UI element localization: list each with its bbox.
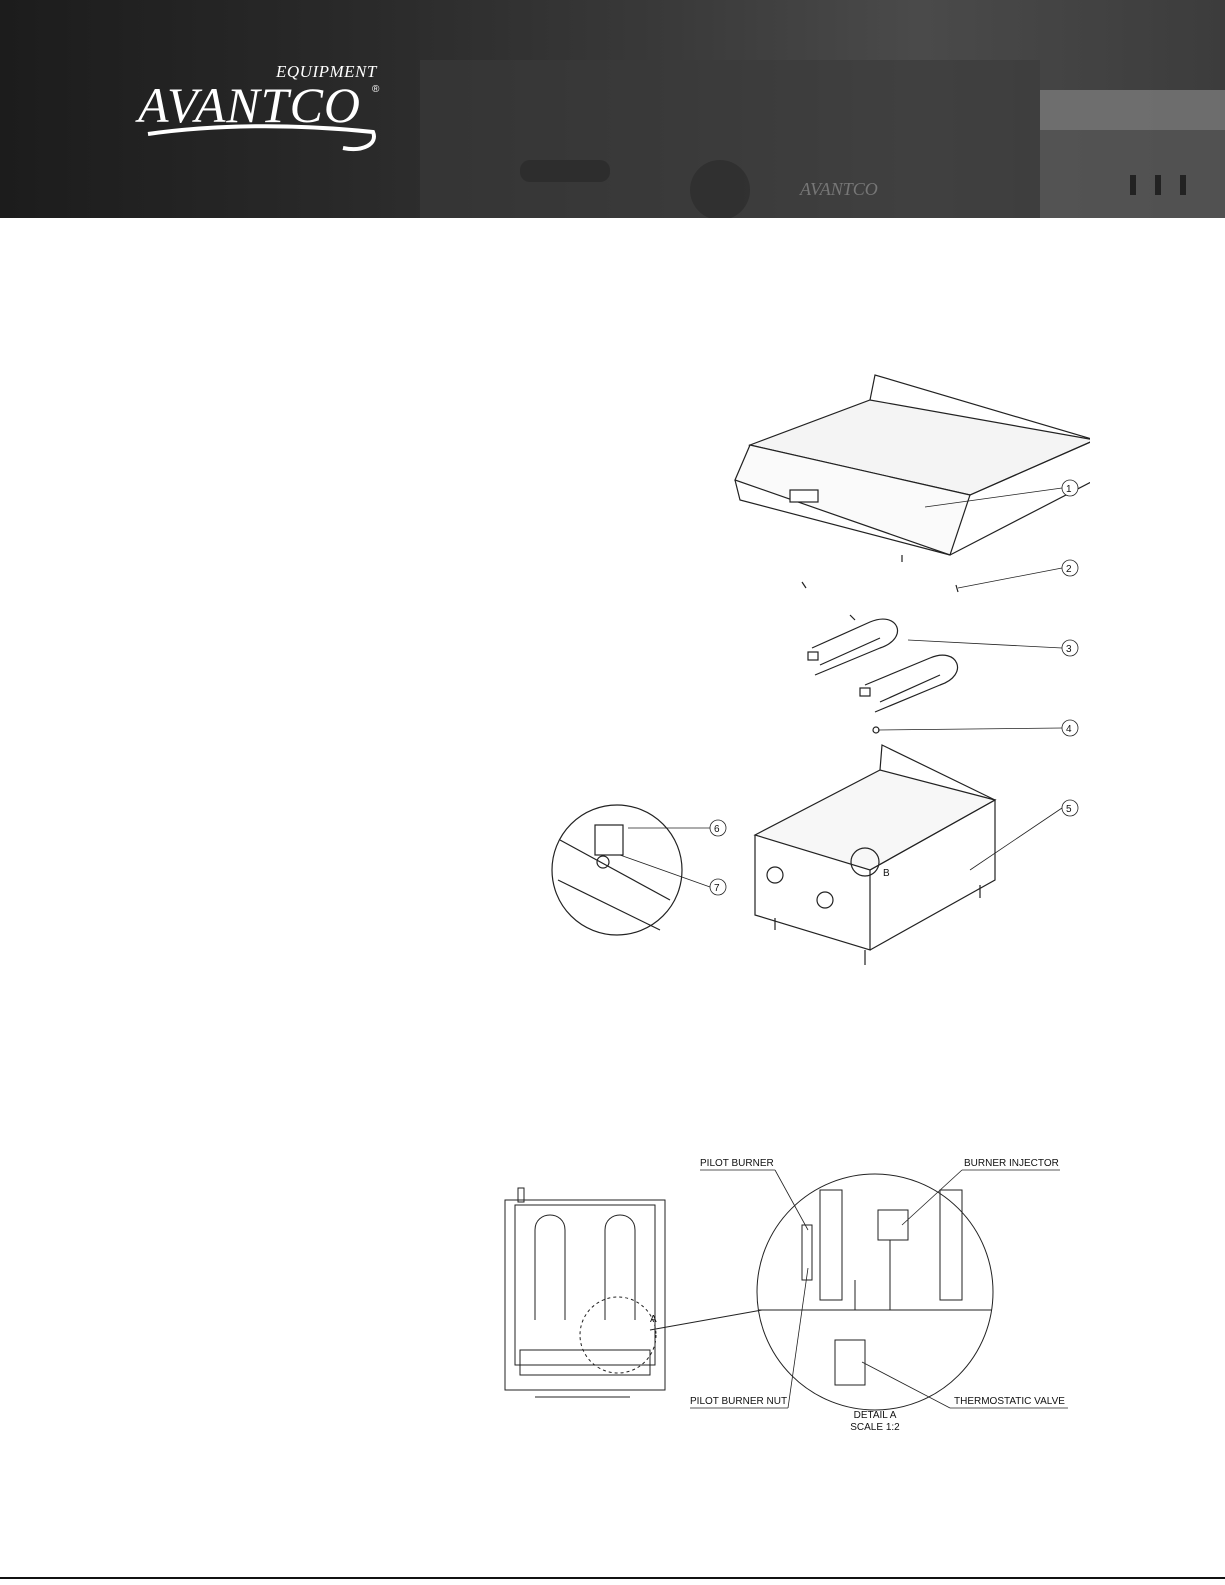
griddle-plate bbox=[735, 375, 1090, 555]
callout-2: 2 bbox=[1066, 564, 1072, 575]
logo-swoosh-icon bbox=[138, 122, 398, 162]
callout-1: 1 bbox=[1066, 484, 1072, 495]
label-thermostatic-valve: THERMOSTATIC VALVE bbox=[954, 1396, 1065, 1407]
header-banner: AVANTCO EQUIPMENT AVANTCO ® bbox=[0, 0, 1225, 218]
svg-text:AVANTCO: AVANTCO bbox=[799, 179, 878, 199]
detail-a-marker: A bbox=[650, 1314, 657, 1325]
exploded-parts-diagram: 1 2 3 4 5 6 7 B bbox=[550, 370, 1090, 970]
griddle-base bbox=[755, 745, 995, 965]
callout-3: 3 bbox=[1066, 644, 1072, 655]
label-pilot-burner: PILOT BURNER bbox=[700, 1158, 774, 1169]
callout-4: 4 bbox=[1066, 724, 1072, 735]
burner-assembly-diagram: PILOT BURNER BURNER INJECTOR PILOT BURNE… bbox=[490, 1150, 1080, 1440]
burner-top-view bbox=[505, 1188, 665, 1397]
detail-a-title: DETAIL A bbox=[854, 1410, 897, 1421]
detail-a-scale: SCALE 1:2 bbox=[850, 1422, 900, 1433]
logo-registered-mark: ® bbox=[372, 84, 379, 95]
avantco-logo: EQUIPMENT AVANTCO ® bbox=[138, 62, 398, 162]
label-pilot-burner-nut: PILOT BURNER NUT bbox=[690, 1396, 787, 1407]
callout-6: 6 bbox=[714, 824, 720, 835]
burner-tubes bbox=[808, 619, 958, 712]
callout-7: 7 bbox=[714, 883, 720, 894]
detail-b-marker: B bbox=[883, 868, 890, 879]
footer-rule bbox=[0, 1577, 1225, 1579]
callout-5: 5 bbox=[1066, 804, 1072, 815]
label-burner-injector: BURNER INJECTOR bbox=[964, 1158, 1059, 1169]
screws bbox=[802, 555, 958, 620]
